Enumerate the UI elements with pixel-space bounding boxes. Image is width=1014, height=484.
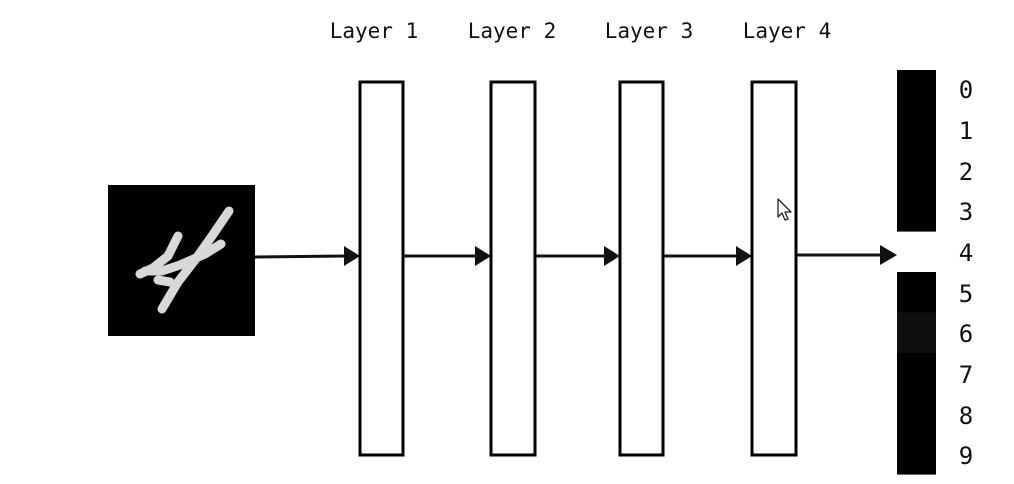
output-label-5: 5 bbox=[959, 280, 973, 308]
layer-label-4: Layer 4 bbox=[743, 19, 832, 43]
arrow-layer-2-to-layer-3 bbox=[535, 246, 620, 266]
output-cell-9 bbox=[897, 433, 936, 475]
layer-box-3 bbox=[618, 80, 665, 457]
output-label-2: 2 bbox=[959, 158, 973, 186]
output-cell-0 bbox=[897, 70, 936, 111]
layer-box-4 bbox=[750, 80, 798, 457]
output-label-8: 8 bbox=[959, 402, 973, 430]
output-label-3: 3 bbox=[959, 198, 973, 226]
output-cell-4 bbox=[897, 231, 936, 273]
layer-label-2: Layer 2 bbox=[468, 19, 557, 43]
output-label-6: 6 bbox=[959, 320, 973, 348]
output-cell-3 bbox=[897, 191, 936, 233]
layer-label-1: Layer 1 bbox=[330, 19, 419, 43]
mouse-pointer-icon bbox=[777, 198, 792, 221]
arrow-layer-4-to-output bbox=[796, 245, 897, 265]
output-label-0: 0 bbox=[959, 76, 973, 104]
input-digit-image bbox=[108, 185, 255, 336]
output-label-9: 9 bbox=[959, 442, 973, 470]
layer-box-1 bbox=[358, 80, 405, 457]
output-activation-bar bbox=[897, 70, 936, 475]
arrow-layer-3-to-layer-4 bbox=[663, 246, 752, 266]
handwritten-digit-glyph bbox=[135, 206, 234, 314]
output-label-1: 1 bbox=[959, 117, 973, 145]
output-cell-1 bbox=[897, 110, 936, 152]
layer-box-2 bbox=[489, 80, 537, 457]
output-cell-5 bbox=[897, 272, 936, 313]
layer-label-3: Layer 3 bbox=[605, 19, 694, 43]
output-label-7: 7 bbox=[959, 361, 973, 389]
output-cell-7 bbox=[897, 352, 936, 394]
output-cell-6 bbox=[897, 312, 936, 354]
output-label-4: 4 bbox=[959, 239, 973, 267]
arrow-layer-1-to-layer-2 bbox=[403, 246, 491, 266]
output-cell-2 bbox=[897, 150, 936, 192]
output-cell-8 bbox=[897, 393, 936, 435]
arrow-input-to-layer-1 bbox=[254, 246, 360, 266]
